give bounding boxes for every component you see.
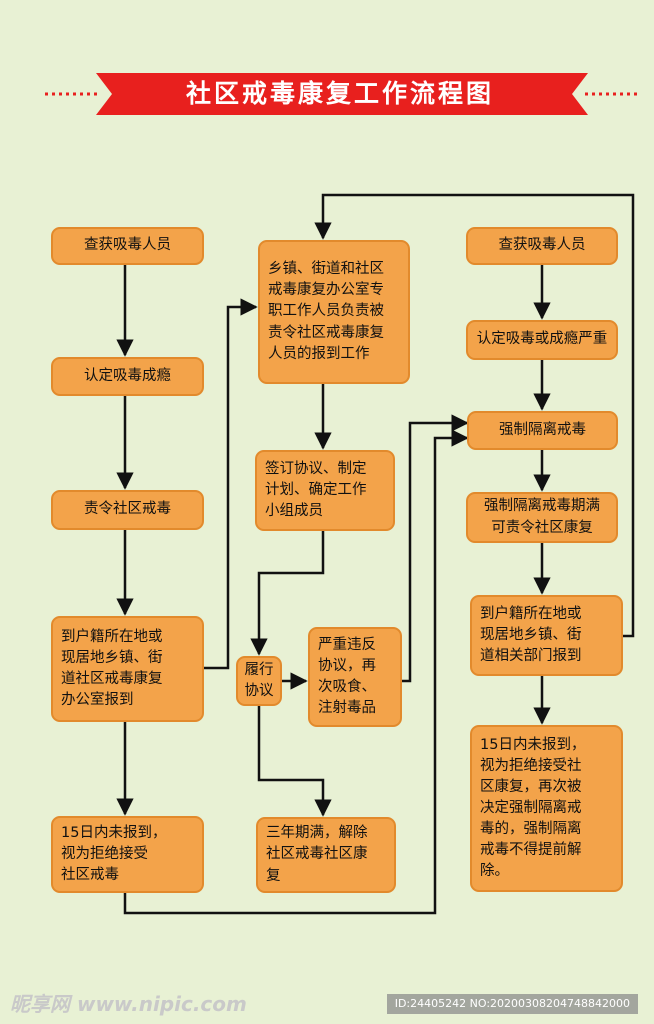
arrow-mid3-to-mid5 [257,706,332,817]
arrow-left4-to-mid1 [204,298,258,670]
node-mid-fulfill-agreement: 履行 协议 [236,656,282,706]
node-left-seized-drug-users: 查获吸毒人员 [51,227,204,265]
node-mid-office-staff: 乡镇、街道和社区 戒毒康复办公室专 职工作人员负责被 责令社区戒毒康复 人员的报… [258,240,410,384]
node-label: 签订协议、制定 计划、确定工作 小组成员 [265,460,367,519]
node-left-order-community-rehab: 责令社区戒毒 [51,490,204,530]
node-label: 15日内未报到， 视为拒绝接受社 区康复，再次被 决定强制隔离戒 毒的，强制隔离… [480,736,586,880]
page-title: 社区戒毒康复工作流程图 [185,79,494,108]
node-label: 认定吸毒或成瘾严重 [476,331,608,348]
arrow-mid2-to-mid3 [250,531,325,656]
node-label: 强制隔离戒毒 [499,421,586,438]
node-right-isolation-expired: 强制隔离戒毒期满 可责令社区康复 [466,492,618,543]
node-right-severe-addiction: 认定吸毒或成瘾严重 [466,320,618,360]
connectors [116,193,635,915]
node-mid-three-years-release: 三年期满，解除 社区戒毒社区康 复 [256,817,396,893]
node-label: 查获吸毒人员 [498,237,586,254]
arrow-right5-to-mid1 [314,193,635,638]
node-label: 认定吸毒成瘾 [84,367,171,384]
node-right-seized-drug-users: 查获吸毒人员 [466,227,618,265]
node-label: 责令社区戒毒 [84,501,171,518]
node-label: 强制隔离戒毒期满 可责令社区康复 [484,498,600,536]
node-label: 15日内未报到， 视为拒绝接受 社区戒毒 [61,824,167,883]
node-left-no-report-15days: 15日内未报到， 视为拒绝接受 社区戒毒 [51,816,204,893]
watermark-logo: 昵享网 www.nipic.com [10,992,247,1016]
node-right-no-report-15days: 15日内未报到， 视为拒绝接受社 区康复，再次被 决定强制隔离戒 毒的，强制隔离… [470,725,623,892]
node-label: 严重违反 协议，再 次吸食、 注射毒品 [318,636,376,717]
node-label: 到户籍所在地或 现居地乡镇、街 道社区戒毒康复 办公室报到 [61,628,163,709]
arrow-left5-to-right3 [123,429,469,915]
title-banner [45,73,640,115]
node-label: 乡镇、街道和社区 戒毒康复办公室专 职工作人员负责被 责令社区戒毒康复 人员的报… [268,261,384,362]
node-mid-sign-agreement: 签订协议、制定 计划、确定工作 小组成员 [255,450,395,531]
node-left-determine-addiction: 认定吸毒成瘾 [51,357,204,396]
node-label: 查获吸毒人员 [84,237,171,254]
node-label: 三年期满，解除 社区戒毒社区康 复 [266,825,368,884]
node-left-report-office: 到户籍所在地或 现居地乡镇、街 道社区戒毒康复 办公室报到 [51,616,204,722]
arrow-mid4-to-right3 [402,414,469,683]
node-label: 履行 协议 [244,661,274,699]
node-right-report-department: 到户籍所在地或 现居地乡镇、街 道相关部门报到 [470,595,623,676]
node-mid-serious-violation: 严重违反 协议，再 次吸食、 注射毒品 [308,627,402,727]
node-right-compulsory-isolation: 强制隔离戒毒 [467,411,618,450]
watermark-id: ID:24405242 NO:20200308204748842000 [386,994,638,1014]
node-label: 到户籍所在地或 现居地乡镇、街 道相关部门报到 [480,605,582,664]
